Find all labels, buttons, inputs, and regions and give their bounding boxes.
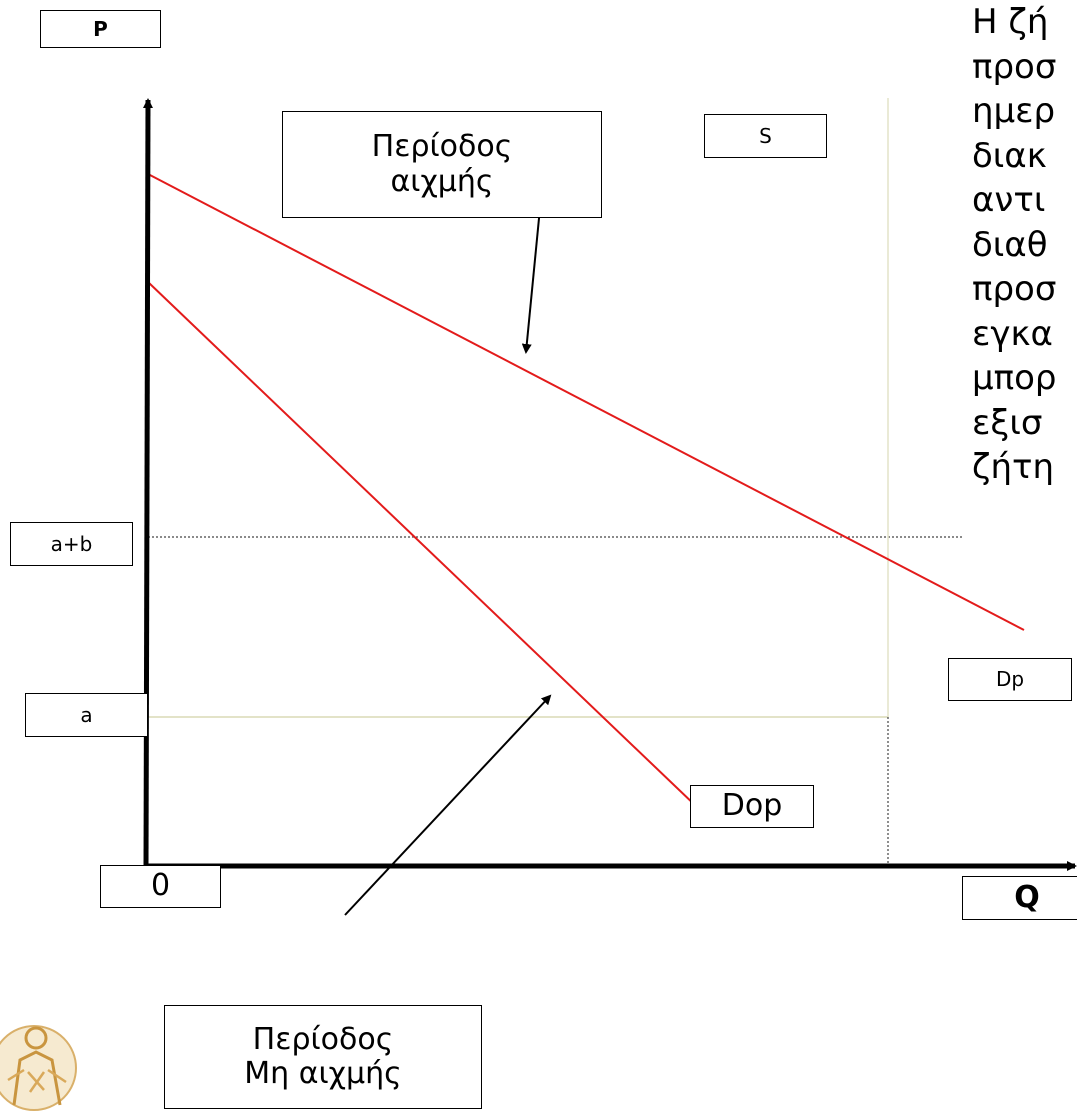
a-plus-b-label: a+b bbox=[10, 522, 133, 566]
offpeak-demand-curve bbox=[147, 281, 699, 809]
side-text-line: ζήτη bbox=[972, 447, 1055, 487]
offpeak-period-arrow bbox=[344, 694, 552, 916]
side-text-line: προσ bbox=[972, 269, 1057, 309]
side-text-line: προσ bbox=[972, 46, 1057, 87]
supply-label: S bbox=[704, 114, 827, 158]
q-axis-label: Q bbox=[962, 876, 1077, 920]
offpeak-period-label-line-1: Περίοδος bbox=[252, 1021, 394, 1057]
p-axis-label: P bbox=[40, 10, 161, 48]
side-text-line: διακ bbox=[972, 135, 1047, 176]
offpeak-period-label: Περίοδος Μη αιχμής bbox=[164, 1005, 482, 1109]
side-text-line: μπορ bbox=[972, 358, 1057, 398]
side-text-line: Η ζή bbox=[972, 2, 1049, 42]
side-text-line: ημερ bbox=[972, 91, 1056, 131]
peak-period-arrow bbox=[521, 207, 541, 354]
peak-period-label-line-1: Περίοδος bbox=[371, 129, 513, 164]
origin-label: 0 bbox=[100, 865, 221, 908]
offpeak-period-label-line-2: Μη αιχμής bbox=[244, 1056, 402, 1091]
peak-period-label-line-2: αιχμής bbox=[390, 163, 494, 199]
p-axis bbox=[142, 98, 153, 869]
side-text-line: εξισ bbox=[972, 402, 1043, 443]
a-label: a bbox=[25, 693, 148, 737]
offpeak-demand-label: Dop bbox=[690, 785, 814, 828]
side-text-column: Η ζή προσ ημερ διακ αντι διαθ προσ εγκα … bbox=[972, 0, 1077, 770]
peak-demand-label: Dp bbox=[948, 658, 1072, 701]
side-text-line: διαθ bbox=[972, 224, 1048, 265]
side-text-line: εγκα bbox=[972, 313, 1053, 354]
side-text-line: αντι bbox=[972, 180, 1046, 220]
peak-period-label: Περίοδος αιχμής bbox=[282, 111, 602, 218]
university-logo bbox=[0, 1025, 77, 1111]
peak-demand-curve bbox=[147, 173, 1025, 631]
